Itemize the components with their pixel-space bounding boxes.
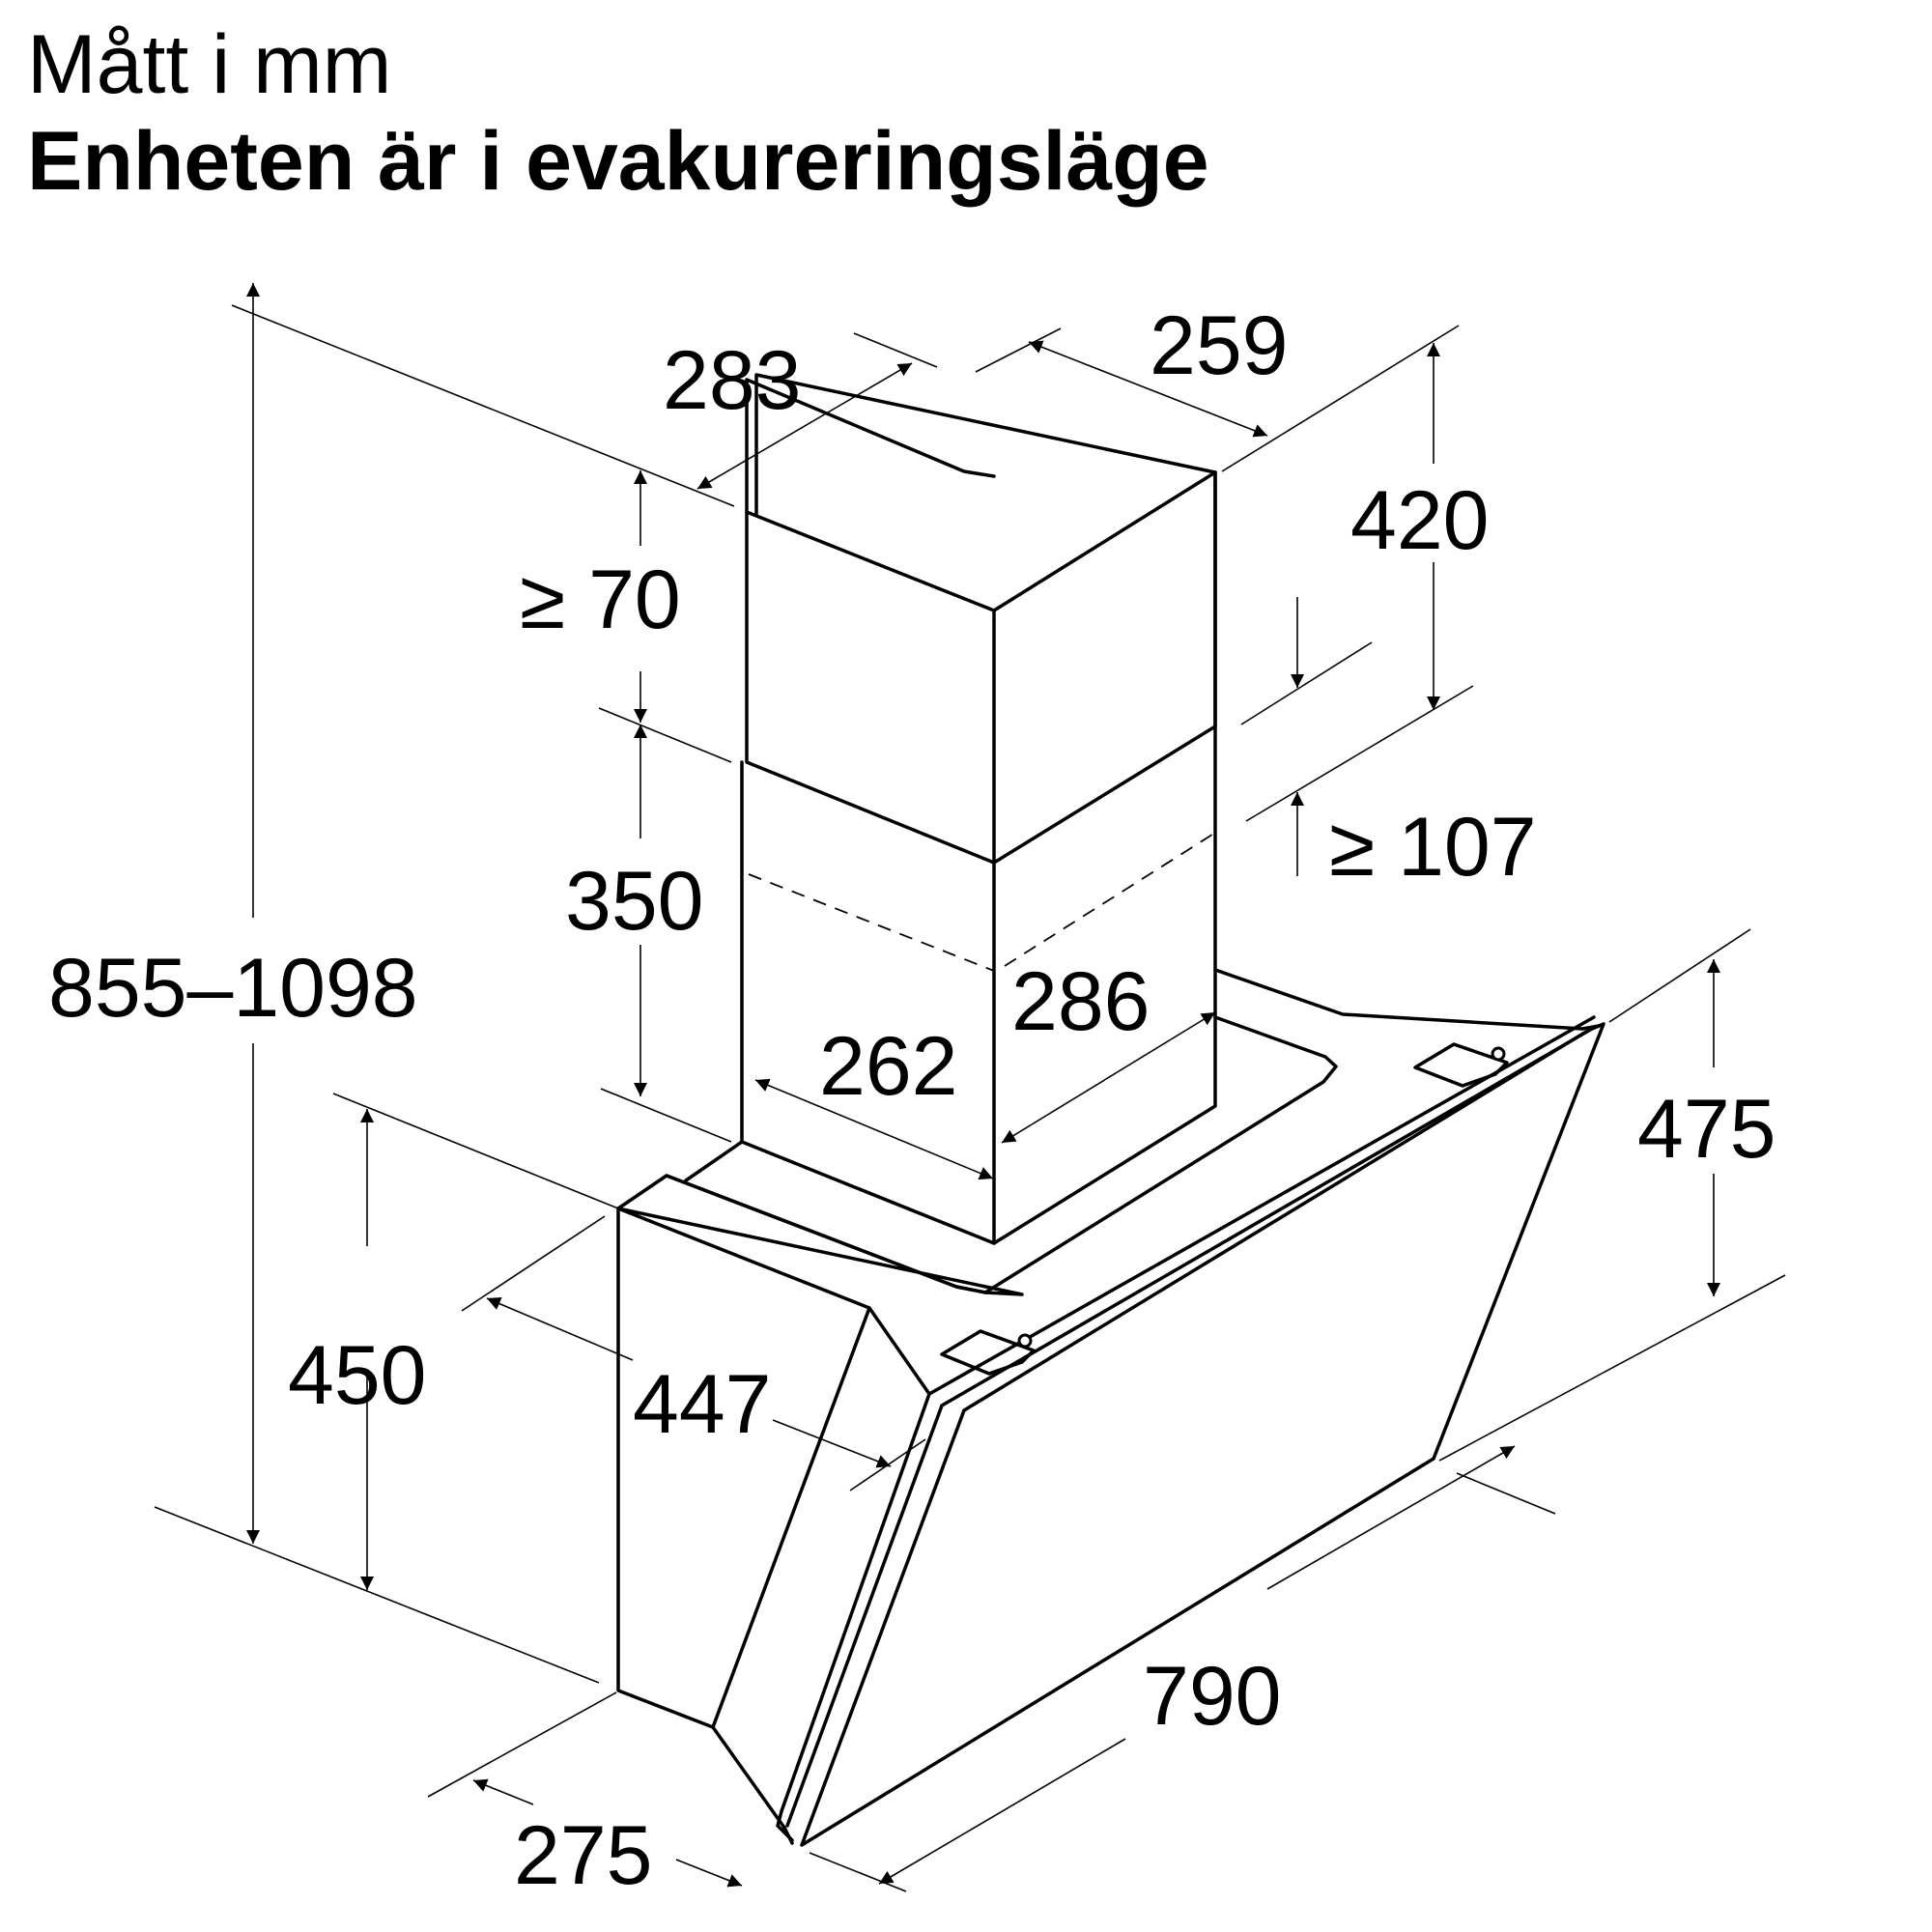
- dim-canopy-height: 475: [1637, 1083, 1776, 1176]
- hood-side-panel: [616, 1174, 1024, 1845]
- lower-chimney: [740, 724, 1217, 1245]
- dim-body-depth: 447: [633, 1358, 772, 1451]
- mode-heading: Enheten är i evakureringsläge: [27, 115, 1209, 208]
- dim-width: 790: [1143, 1650, 1282, 1743]
- dimension-labels: 283 259 420 ≥ 70 350 ≥ 107 262 286 855–1…: [48, 299, 1776, 1902]
- dim-chimney-width-top: 259: [1150, 299, 1289, 392]
- dim-chimney-width-bottom: 286: [1011, 955, 1151, 1048]
- dim-chimney-depth-bottom: 262: [819, 1020, 958, 1113]
- dim-body-height: 450: [288, 1329, 427, 1422]
- dim-upper-overlap-min: ≥ 70: [520, 554, 681, 646]
- dimension-arrows: [246, 283, 1720, 1888]
- dim-lower-chimney-height: 350: [565, 855, 704, 948]
- dim-upper-chimney-height: 420: [1350, 474, 1490, 567]
- extension-lines: [154, 304, 1786, 1892]
- dim-total-height-range: 855–1098: [48, 942, 418, 1035]
- hinge-icon: [1413, 1042, 1509, 1088]
- hinge-icon: [940, 1329, 1036, 1376]
- glass-canopy: [785, 1015, 1605, 1847]
- dim-lower-overlap-min: ≥ 107: [1329, 801, 1537, 894]
- units-heading: Mått i mm: [27, 18, 392, 111]
- upper-chimney: [745, 373, 1217, 865]
- dim-bottom-depth: 275: [514, 1809, 653, 1902]
- dim-chimney-depth-top: 283: [663, 334, 802, 427]
